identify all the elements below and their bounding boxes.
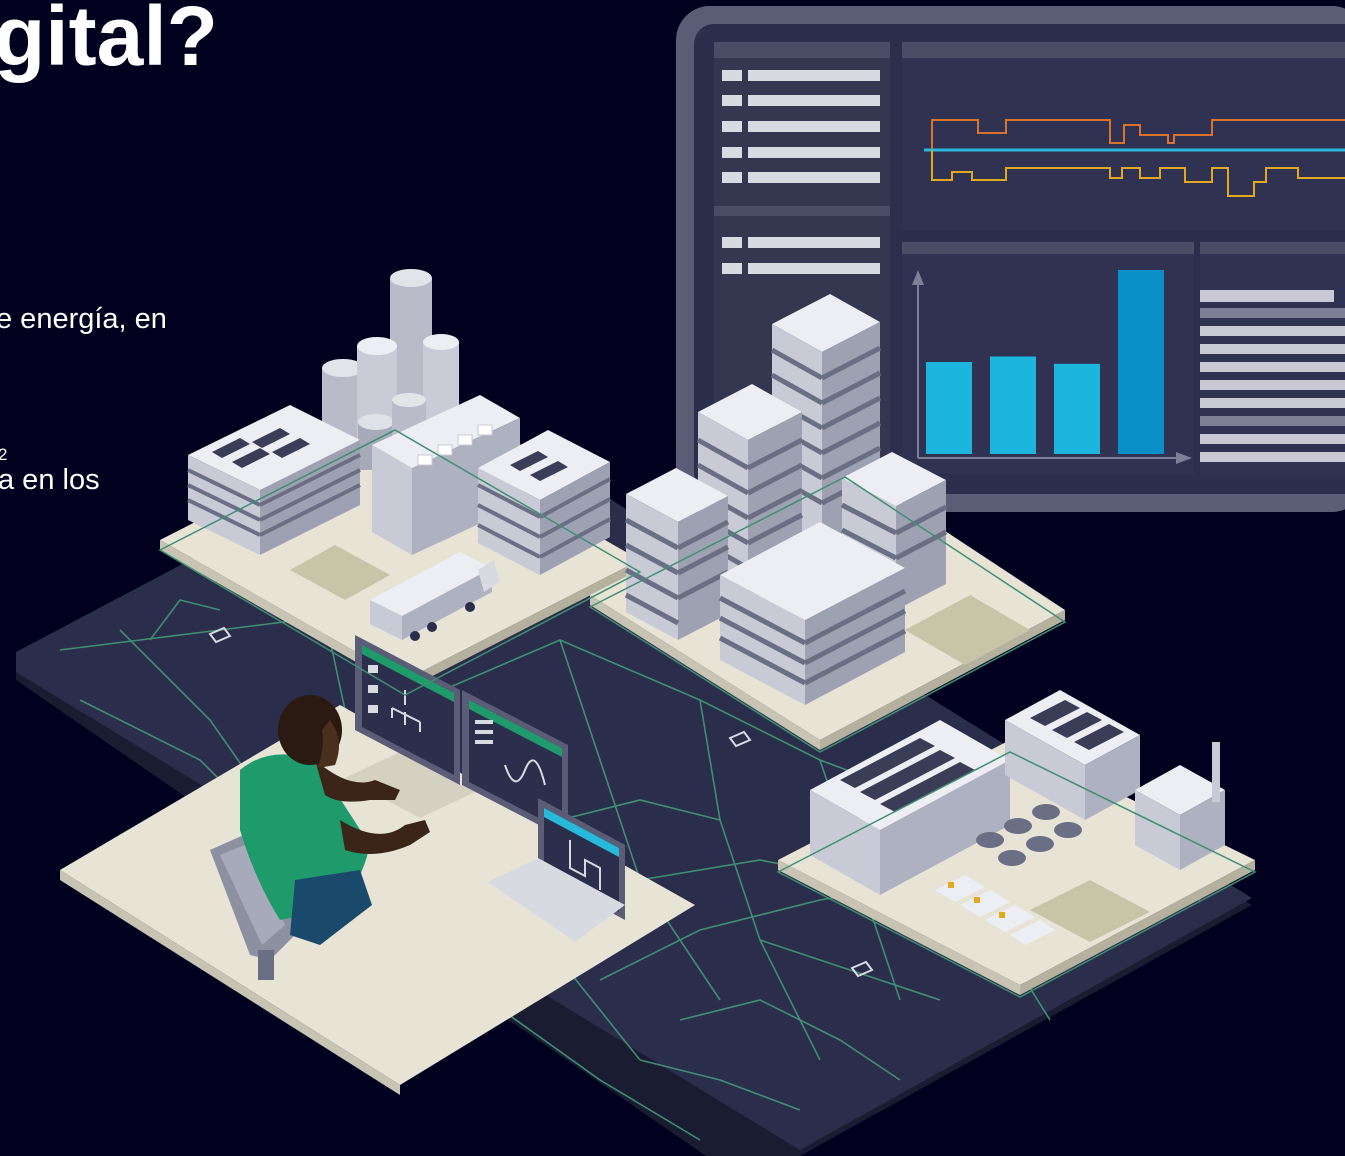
- table-panel: [1200, 242, 1345, 476]
- factory-complex: [810, 690, 1225, 945]
- platform-operator: [60, 705, 695, 1095]
- laptop: [488, 798, 625, 942]
- parked-cars: [935, 875, 1055, 945]
- yellow-series-line: [931, 150, 1345, 197]
- bar-chart-panel: [902, 242, 1194, 474]
- body-text-line-2: a en los: [0, 464, 100, 496]
- monitor-left: [355, 635, 460, 785]
- line-chart-panel: [902, 42, 1345, 230]
- city-towers: [624, 294, 948, 705]
- dashboard-bar: [990, 356, 1036, 454]
- dashboard-bar: [1054, 363, 1100, 454]
- slide-title: gital?: [0, 0, 218, 83]
- orange-series-line: [931, 119, 1345, 150]
- office-chair: [210, 830, 300, 980]
- operator-person: [240, 695, 430, 945]
- dashboard-bar: [926, 362, 972, 454]
- dashboard-bar: [1118, 270, 1164, 454]
- superscript-note: 2: [0, 445, 8, 464]
- industrial-building-2: [372, 395, 520, 555]
- body-text-line-1: e energía, en: [0, 303, 167, 335]
- dashboard-bars: [926, 270, 1164, 454]
- keyboard-mat: [345, 752, 475, 818]
- data-link-outlines: [158, 429, 1257, 998]
- industrial-building-3: [477, 430, 611, 575]
- operator-workstation: [210, 635, 625, 980]
- delivery-truck: [370, 552, 500, 641]
